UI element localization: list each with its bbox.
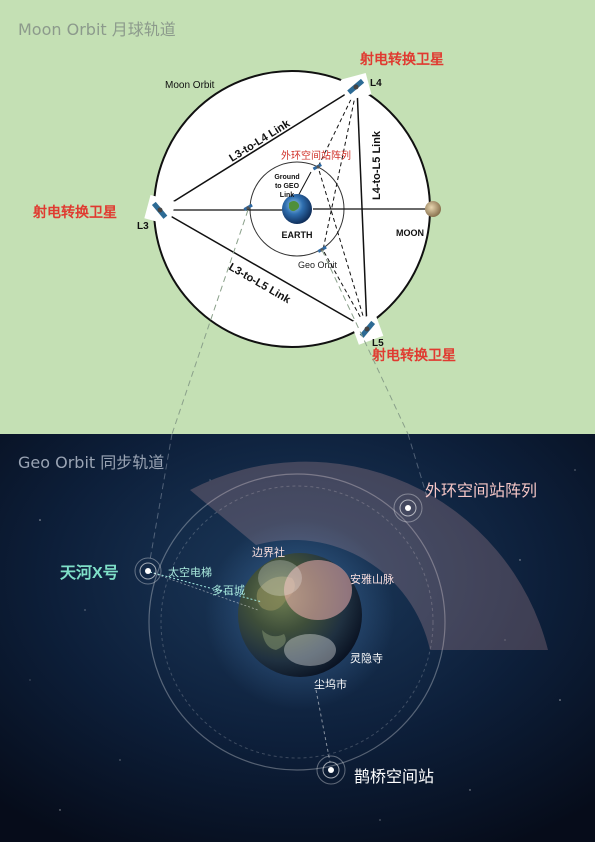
zoom-line-right-top (321, 249, 409, 435)
geo-satellite-icon-1 (243, 203, 253, 211)
tianhe-label: 天河X号 (60, 563, 119, 582)
l5-satellite-label: 射电转换卫星 (371, 347, 456, 363)
top-panel-title: Moon Orbit 月球轨道 (18, 20, 176, 39)
region-lingyin-highlight (284, 634, 336, 666)
l3-label: L3 (137, 221, 149, 232)
l4-geo-dashed-link (317, 86, 358, 168)
link-line-l3-l5 (159, 209, 368, 330)
earth-large-continent-2 (262, 630, 286, 650)
outer-array-label: 外环空间站阵列 (425, 482, 537, 500)
l5-geo-dashed-link (317, 166, 368, 330)
tianhe-station-icon[interactable] (134, 557, 162, 585)
l4-label: L4 (370, 78, 382, 89)
starfield (29, 469, 576, 821)
magpie-station-icon[interactable] (316, 755, 346, 785)
geo-satellite-icon-2 (312, 163, 322, 171)
moon-orbit-label: Moon Orbit (165, 80, 215, 91)
satellite-l5-icon (350, 313, 384, 345)
temple-label: 灵隐寺 (350, 652, 383, 665)
ground-geo-link-line (296, 171, 312, 199)
mountains-label: 安雅山脉 (350, 572, 394, 586)
magpie-station-label: 鹊桥空间站 (354, 768, 434, 786)
link-line-l4-l5 (356, 86, 368, 330)
city-bianjie-label: 边界社 (252, 545, 285, 559)
space-elevator-line-2 (149, 571, 259, 611)
satellite-l4-icon (340, 73, 372, 101)
zoom-line-right-bottom (407, 433, 429, 501)
earth-label: EARTH (282, 230, 313, 240)
city-chenwu-label: 尘坞市 (314, 677, 347, 691)
bottom-panel-title: Geo Orbit 同步轨道 (18, 453, 164, 472)
city-duobai-label: 多百城 (212, 583, 245, 597)
l3-satellite-label: 射电转换卫星 (32, 204, 117, 220)
link-line-l3-l4 (159, 86, 358, 211)
l5-geo-dashed-link-2 (322, 249, 368, 330)
outer-array-station-icon[interactable] (393, 493, 423, 523)
moon-icon (425, 201, 441, 217)
ground-geo-label-1: Ground (274, 174, 299, 181)
geo-orbit-ring-outer (148, 473, 446, 771)
space-elevator-label: 太空电梯 (168, 565, 212, 579)
geo-orbit-label: Geo Orbit (298, 260, 338, 270)
moon-label: MOON (396, 228, 424, 238)
zoom-line-left-bottom (149, 433, 173, 561)
satellite-l3-icon (144, 195, 176, 225)
space-elevator-line (149, 571, 263, 603)
magpie-tether-line (315, 689, 331, 763)
ground-geo-label-3: Link (280, 192, 294, 199)
outer-station-label-top: 外环空间站阵列 (281, 149, 351, 162)
ground-geo-label-2: to GEO (275, 183, 300, 190)
link-label-l4-l5: L4-to-L5 Link (371, 130, 383, 200)
l4-satellite-label: 射电转换卫星 (359, 51, 444, 67)
geo-orbit-ring-inner (160, 485, 434, 759)
region-bianjie-highlight (284, 560, 352, 620)
region-top-highlight (258, 560, 302, 596)
earth-small-land (289, 201, 300, 212)
l5-label: L5 (372, 338, 384, 349)
